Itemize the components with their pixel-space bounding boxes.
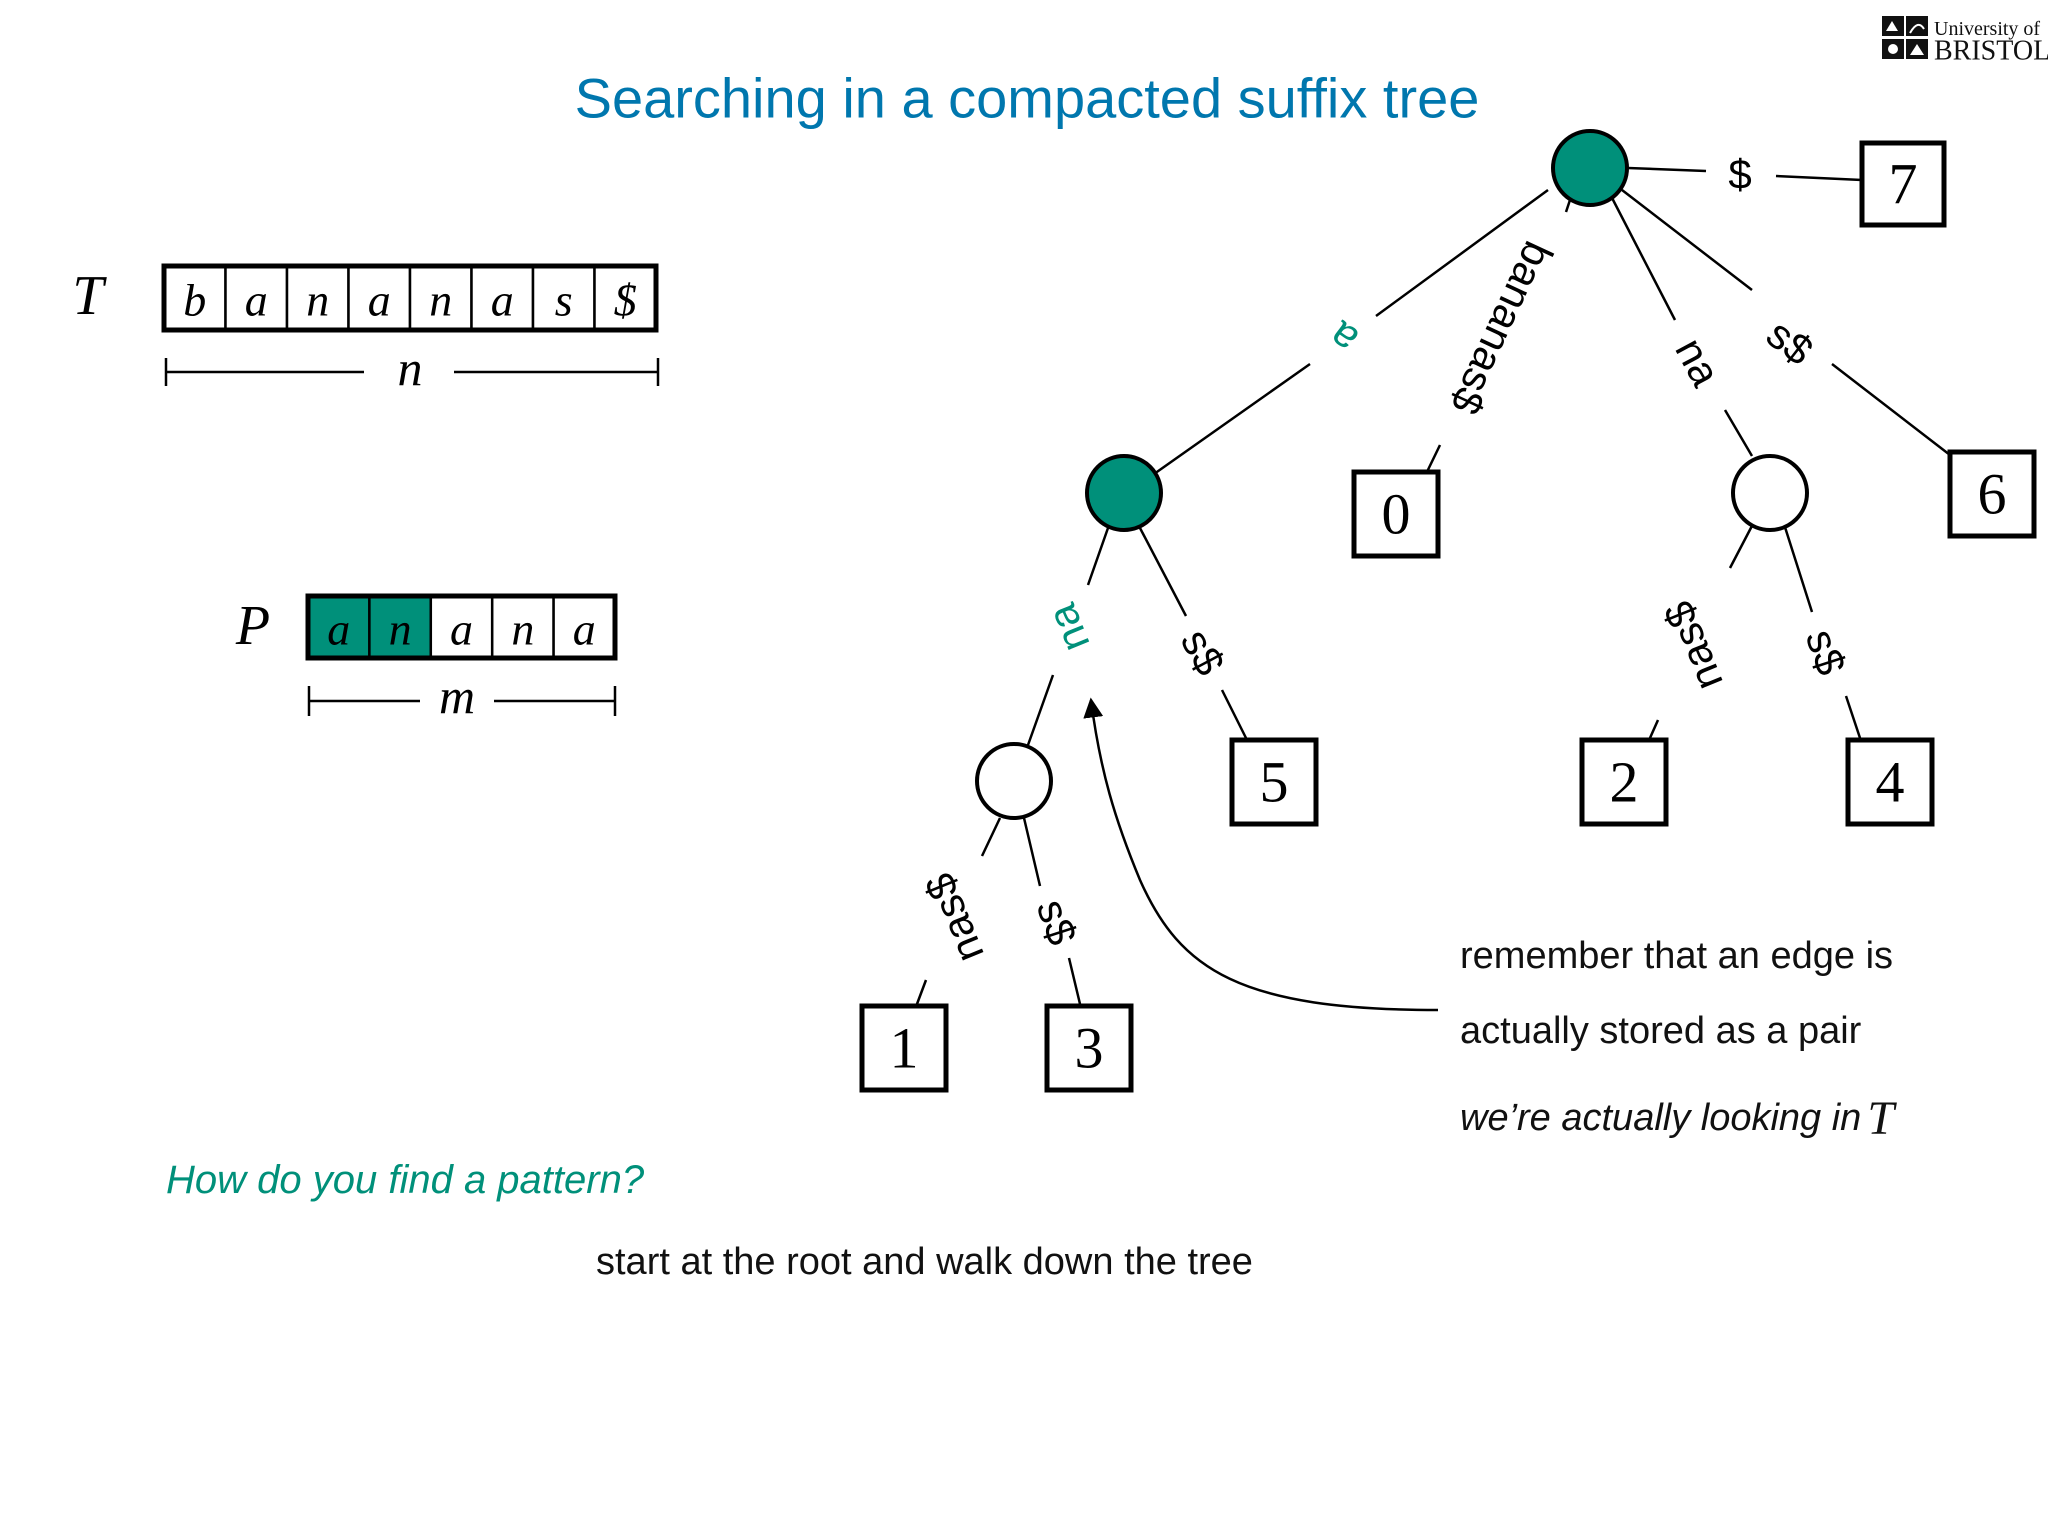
tree-edge-labels: $ a bananas$ na s$ na s$ nas$ s$ nas$ s$ <box>915 151 1855 970</box>
edge-root-na <box>1608 193 1754 457</box>
internal-node-na <box>1731 454 1809 532</box>
edge-label-a-leaf5: s$ <box>1172 621 1234 682</box>
edge-label-root-leaf6: s$ <box>1758 310 1822 374</box>
pattern-array-cell-4 <box>552 594 617 660</box>
tree-leaves: 7 0 6 5 2 4 1 3 <box>859 140 2037 1093</box>
pattern-length-label: m <box>439 668 475 724</box>
leaf-0-label: 0 <box>1382 482 1411 547</box>
edge-label-root-na: na <box>1666 330 1730 394</box>
pattern-array-label: P <box>235 595 270 657</box>
text-length-label: n <box>398 340 423 396</box>
text-array-cell-char-7: $ <box>614 275 637 326</box>
leaf-2: 2 <box>1579 737 1669 827</box>
edge-label-na-leaf2: nas$ <box>1654 595 1732 697</box>
text-array-cell-char-0: b <box>183 275 206 326</box>
text-array-cell-char-6: s <box>555 275 573 326</box>
edge-label-root-leaf7: $ <box>1728 151 1751 198</box>
slide-title: Searching in a compacted suffix tree <box>575 67 1480 130</box>
university-logo: University of BRISTOL <box>1882 16 2048 67</box>
edge-root-leaf7 <box>1627 166 1863 182</box>
text-array-cell-char-5: a <box>491 275 514 326</box>
text-array-cell-char-3: a <box>368 275 391 326</box>
edge-label-root-a: a <box>1319 312 1366 364</box>
edge-storage-notes: remember that an edge is actually stored… <box>1460 935 1897 1145</box>
note-line-1: remember that an edge is <box>1460 935 1893 977</box>
pointer-arrow <box>1083 697 1439 1012</box>
pattern-array-cell-char-0: a <box>327 604 350 655</box>
text-array-label: T <box>72 265 107 327</box>
leaf-5: 5 <box>1229 737 1319 827</box>
leaf-3: 3 <box>1044 1003 1134 1093</box>
text-array-cell-char-2: n <box>306 275 329 326</box>
edge-na-leaf4 <box>1782 523 1862 739</box>
pattern-array-cell-char-3: n <box>511 604 534 655</box>
edge-label-ana-leaf3: s$ <box>1028 894 1086 951</box>
edge-label-root-leaf0: bananas$ <box>1442 234 1563 421</box>
answer-text: start at the root and walk down the tree <box>596 1241 1253 1283</box>
logo-crest-icon <box>1882 16 1928 59</box>
leaf-1: 1 <box>859 1003 949 1093</box>
internal-node-a <box>1085 454 1163 532</box>
logo-line-2: BRISTOL <box>1934 36 2048 67</box>
note-line-3-var: T <box>1867 1092 1897 1145</box>
text-length-bracket <box>164 358 660 386</box>
pattern-array-cell-char-4: a <box>573 604 596 655</box>
text-array-frame <box>161 263 659 333</box>
leaf-4: 4 <box>1845 737 1935 827</box>
edge-a-leaf5 <box>1138 527 1248 739</box>
pattern-array-cell-char-1: n <box>389 604 412 655</box>
edge-label-a-ana: na <box>1037 597 1098 659</box>
tree-edges <box>915 166 1951 1005</box>
edge-root-a <box>1153 188 1549 476</box>
edge-label-na-leaf4: s$ <box>1797 624 1855 681</box>
edge-a-ana <box>1026 527 1110 746</box>
root-node <box>1551 129 1629 207</box>
edge-label-ana-leaf1: nas$ <box>915 867 993 969</box>
text-array-cell-char-1: a <box>245 275 268 326</box>
question-text: How do you find a pattern? <box>166 1158 645 1202</box>
leaf-3-label: 3 <box>1075 1016 1104 1081</box>
leaf-6: 6 <box>1947 449 2037 539</box>
leaf-0: 0 <box>1351 469 1441 559</box>
edge-na-leaf2 <box>1648 521 1756 739</box>
pattern-array-frame <box>305 593 618 661</box>
note-line-3-text: we’re actually looking in <box>1460 1097 1861 1139</box>
edge-root-leaf6 <box>1621 189 1951 456</box>
leaf-7: 7 <box>1859 140 1947 228</box>
leaf-2-label: 2 <box>1610 750 1639 815</box>
pattern-array-cell-char-2: a <box>450 604 473 655</box>
logo-line-1: University of <box>1934 18 2040 40</box>
leaf-7-label: 7 <box>1889 152 1918 217</box>
leaf-5-label: 5 <box>1260 750 1289 815</box>
note-line-2: actually stored as a pair <box>1460 1010 1862 1052</box>
edge-ana-leaf1 <box>915 817 1002 1005</box>
text-array-cell-char-4: n <box>429 275 452 326</box>
leaf-6-label: 6 <box>1978 462 2007 527</box>
pattern-length-bracket <box>307 686 617 716</box>
edge-ana-leaf3 <box>1022 817 1082 1005</box>
leaf-1-label: 1 <box>890 1016 919 1081</box>
tree-internal-nodes <box>975 129 1809 820</box>
leaf-4-label: 4 <box>1876 750 1905 815</box>
internal-node-ana <box>975 742 1053 820</box>
